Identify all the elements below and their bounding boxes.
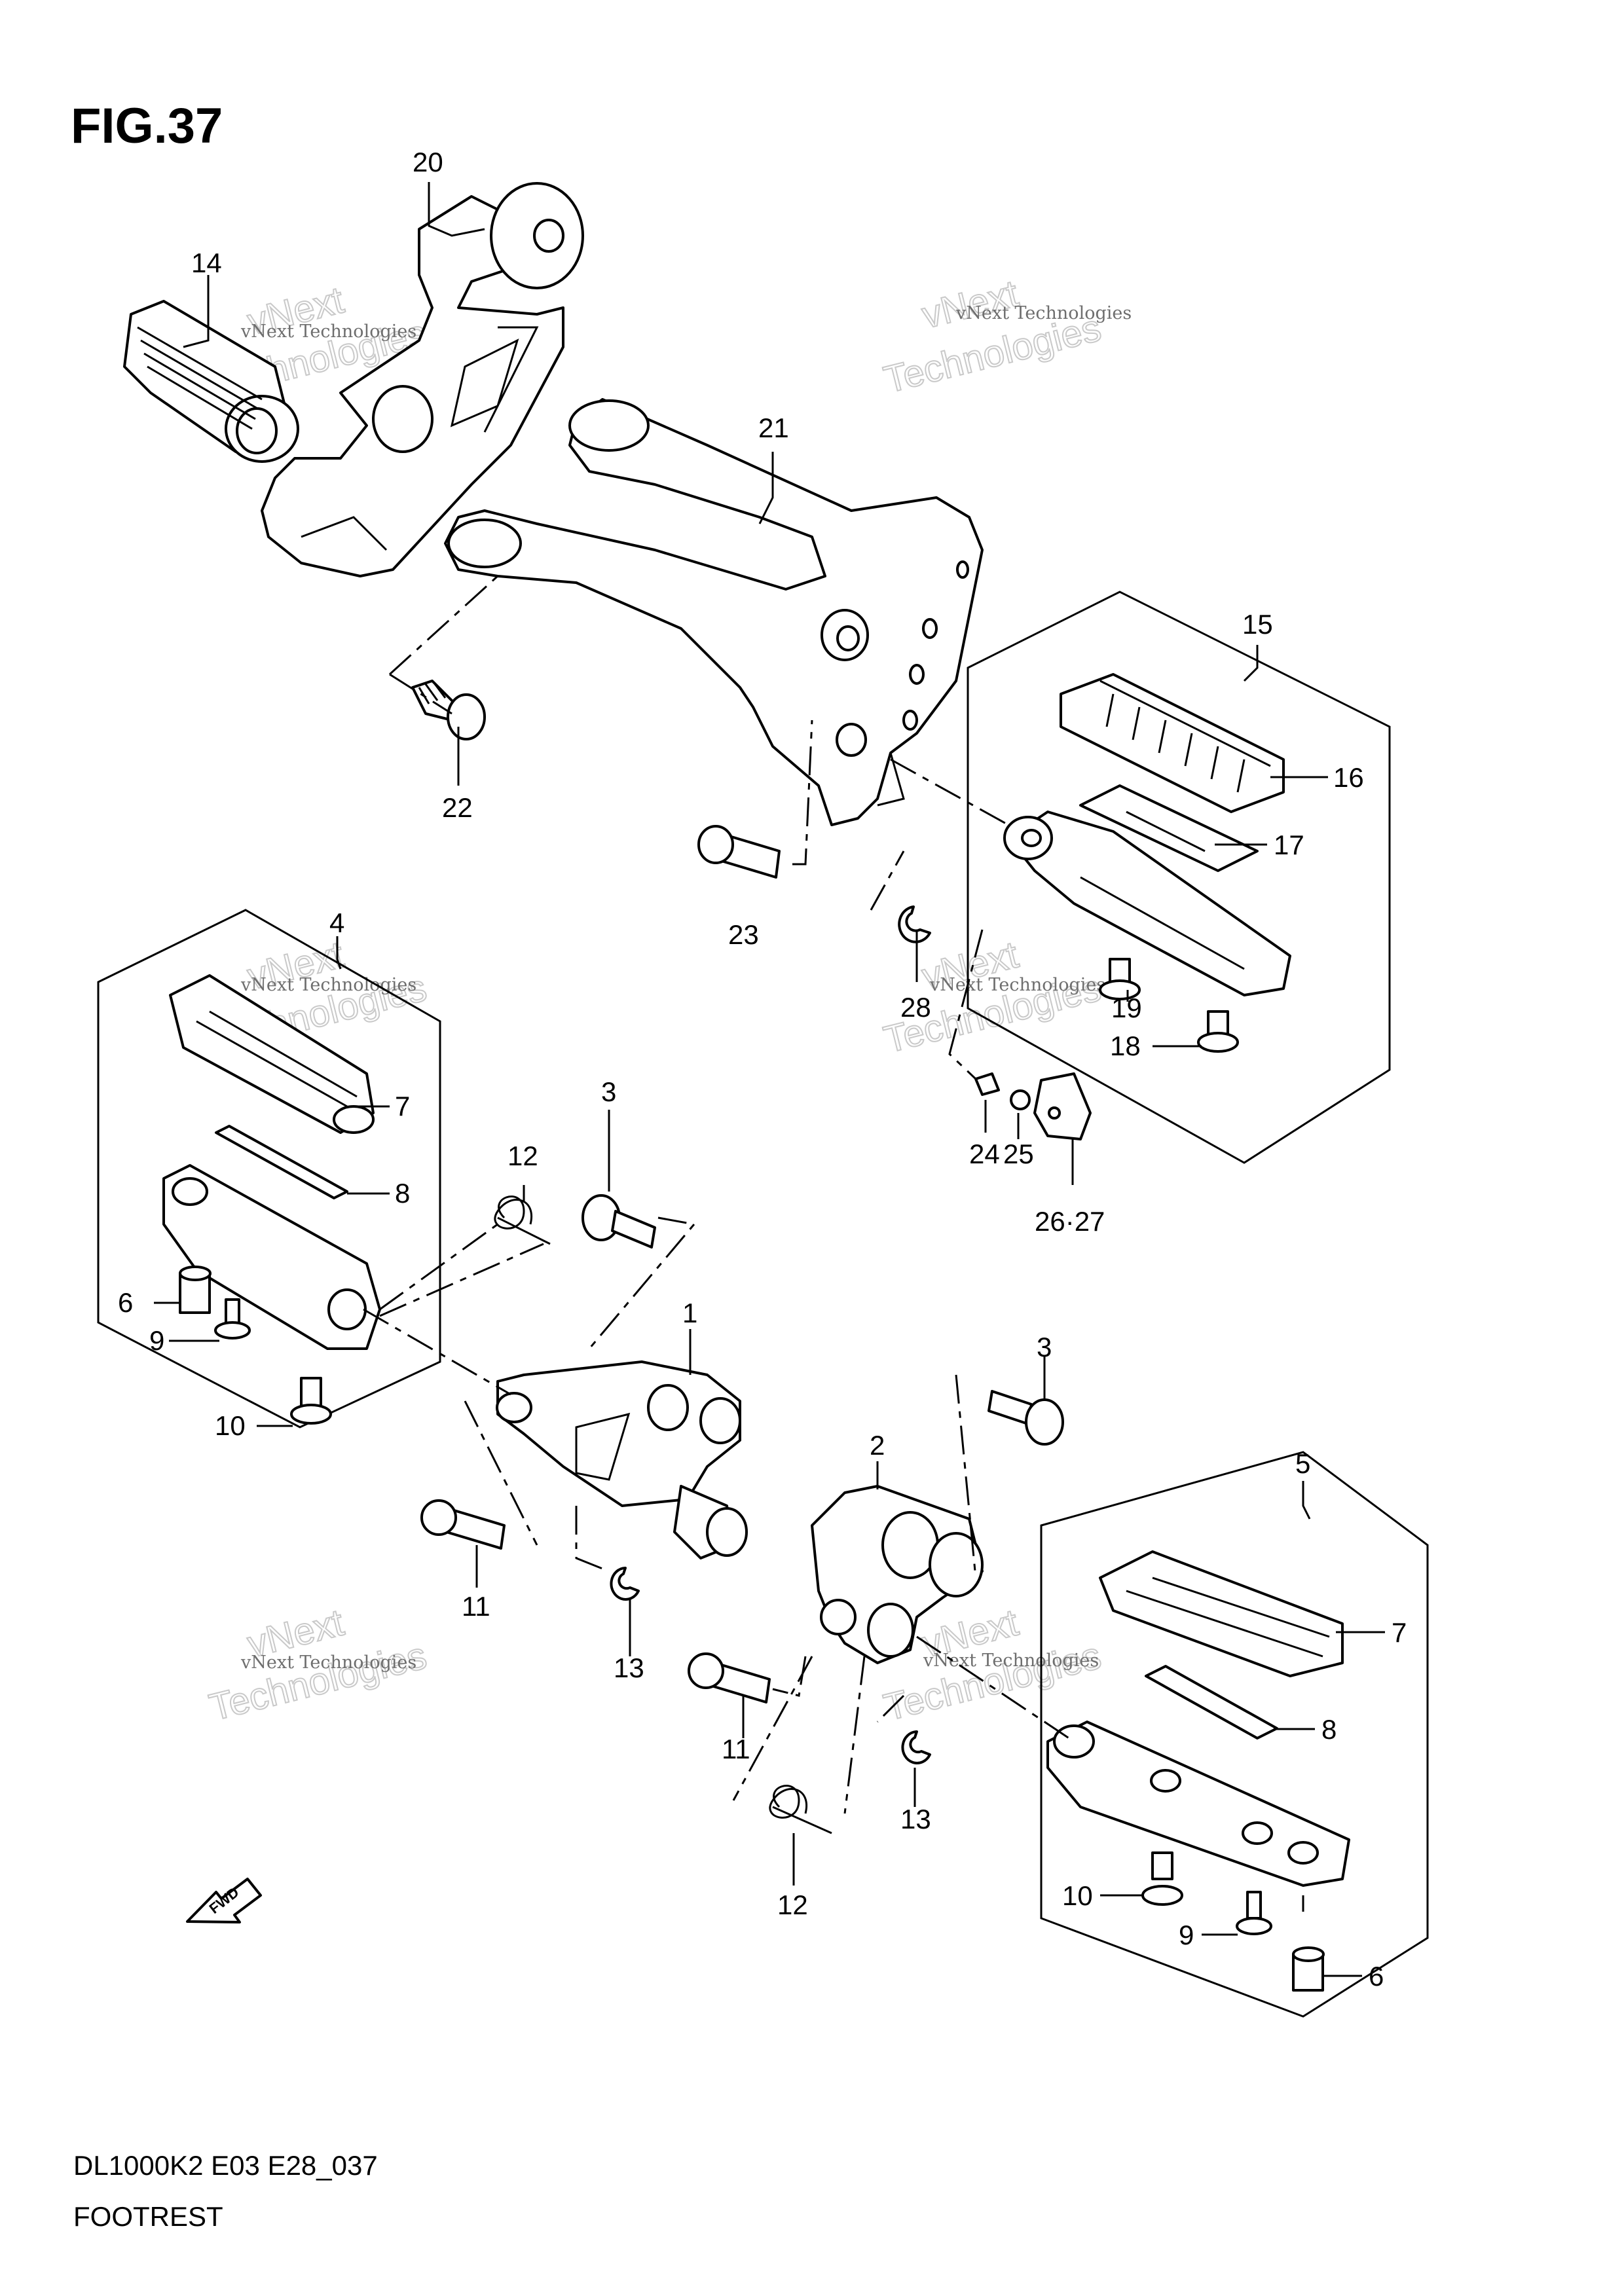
callout-7-right: 7 [1392,1617,1407,1648]
callout-19: 19 [1111,993,1142,1023]
callout-13-right: 13 [900,1804,931,1834]
watermark-company-line: vNext Technologies [240,321,416,342]
assembly-lines [363,575,1075,1814]
part-6-nut-left [179,1266,212,1314]
callout-11-left: 11 [462,1591,490,1622]
assembly-box-4 [97,909,441,1429]
part-2-front-footrest-bracket-right [811,1485,984,1664]
part-14-rear-footrest-rubber [123,300,299,463]
part-3-bolt-lower [987,1390,1064,1446]
callout-22: 22 [442,792,473,823]
part-1-front-footrest-bracket-left [496,1360,748,1559]
callout-13-left: 13 [614,1652,644,1683]
part-8-plate-left [215,1125,348,1199]
part-19-screw [1099,958,1141,1000]
part-9-washer-left [214,1298,251,1339]
callout-23: 23 [728,919,759,950]
callout-11-right: 11 [722,1734,750,1764]
callout-3-upper: 3 [601,1076,616,1107]
part-8-plate-right [1145,1665,1278,1740]
part-25-ball [1010,1089,1031,1110]
part-21-footrest-bracket-arm [444,398,984,826]
callout-20: 20 [413,147,443,177]
callout-numbers: 20 14 21 15 16 17 19 18 22 23 28 24 25 2… [118,147,1407,1992]
part-11-pin-left [420,1499,506,1550]
part-footrest-body-left [162,1164,381,1350]
part-18-screw [1197,1010,1239,1053]
callout-15: 15 [1242,609,1273,640]
part-17-footrest-plate [1079,784,1259,872]
callout-18: 18 [1110,1030,1141,1061]
watermark-top-middle: vNext Technologies vNext Technologies [879,272,1132,402]
callout-2: 2 [870,1430,885,1461]
callout-25: 25 [1003,1139,1034,1169]
part-23-pin [697,825,781,879]
part-24-spring [974,1072,1000,1096]
callout-21: 21 [758,412,789,443]
figure-caption: FOOTREST [73,2201,223,2232]
part-10-bolt-left [290,1377,332,1425]
part-13-clip-right [901,1730,931,1764]
callout-12-upper: 12 [507,1140,538,1171]
watermark-lower-left: vNext Technologies vNext Technologies [204,1601,431,1730]
part-22-bolt [411,680,486,740]
part-11-pin-right [688,1652,771,1704]
fwd-arrow-icon: FWD [186,1878,262,1923]
part-20-rear-footrest-bracket [261,182,584,577]
assembly-box-5 [1040,1451,1429,2018]
figure-title: FIG.37 [71,98,223,154]
callout-5: 5 [1295,1448,1310,1479]
part-26-27-plate [1033,1072,1092,1140]
callout-16: 16 [1333,762,1364,793]
part-3-bolt-upper [581,1194,656,1248]
callout-9-right: 9 [1179,1920,1194,1950]
callout-26-27: 26·27 [1035,1206,1105,1237]
callout-10-left: 10 [215,1410,246,1441]
callout-17: 17 [1274,829,1304,860]
callout-9-left: 9 [149,1325,164,1356]
callout-7-left: 7 [395,1091,410,1121]
part-6-nut-right [1292,1946,1325,1992]
callout-12-lower: 12 [777,1889,808,1920]
leader-lines [154,182,1385,1977]
watermark-company-line: vNext Technologies [240,1652,416,1673]
callout-24: 24 [969,1139,1000,1169]
callout-3-lower: 3 [1037,1332,1052,1362]
model-code: DL1000K2 E03 E28_037 [73,2150,378,2181]
part-12-spring-upper [494,1195,551,1245]
part-7-footrest-rubber-left [169,974,375,1134]
assembly-box-15 [967,591,1391,1164]
callout-8-left: 8 [395,1178,410,1209]
callout-8-right: 8 [1321,1714,1337,1745]
watermark-company-line: vNext Technologies [923,1650,1099,1671]
part-16-footrest-rubber [1060,673,1285,813]
watermark-company-line: vNext Technologies [929,975,1105,995]
callout-1: 1 [682,1298,697,1328]
part-19-footrest-body [1003,811,1291,996]
part-7-footrest-rubber-right [1099,1550,1344,1677]
watermark-company-line: vNext Technologies [955,303,1132,323]
part-9-washer-right [1236,1891,1272,1935]
part-12-spring-lower [769,1785,832,1834]
callout-6-left: 6 [118,1287,133,1318]
callout-4: 4 [329,907,344,938]
callout-28: 28 [900,992,931,1023]
part-13-clip-left [610,1567,640,1601]
callout-6-right: 6 [1369,1961,1384,1992]
part-28-e-clip [898,905,931,943]
callout-10-right: 10 [1062,1880,1093,1911]
part-10-bolt-right [1141,1851,1183,1906]
part-footrest-body-right [1046,1721,1350,1887]
callout-14: 14 [191,247,222,278]
